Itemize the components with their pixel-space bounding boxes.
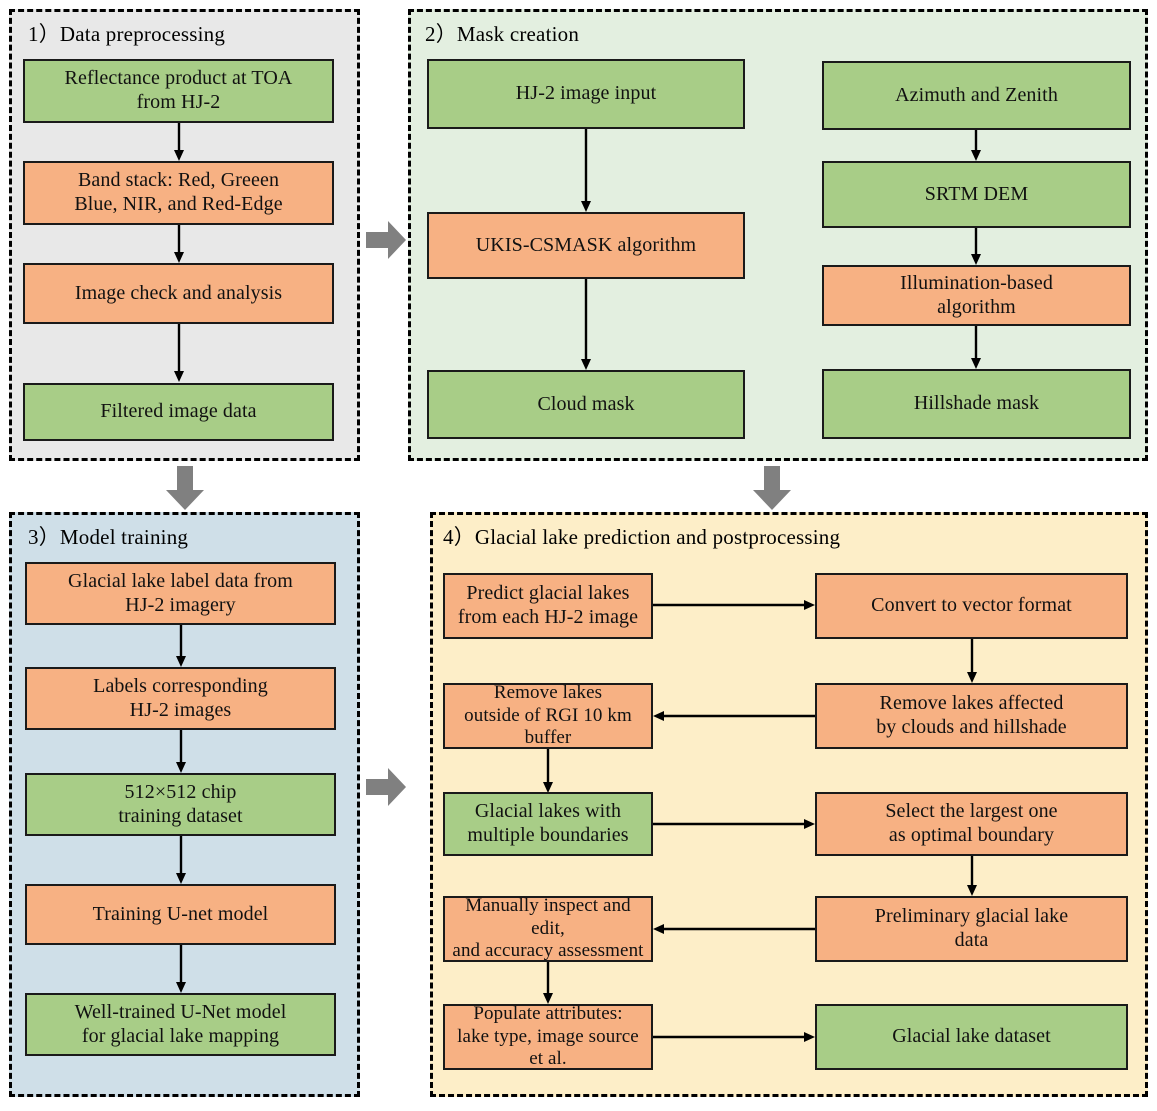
connector-hj2-to-ukis bbox=[579, 129, 593, 212]
node-azimuth-zenith: Azimuth and Zenith bbox=[822, 61, 1131, 130]
connector-srtm-to-illumination bbox=[969, 228, 983, 265]
connector-removeoutside-to-multiple bbox=[541, 749, 555, 793]
node-select-largest: Select the largest one as optimal bounda… bbox=[815, 792, 1128, 856]
connector-convert-to-removeclouds bbox=[965, 639, 979, 683]
node-labels-corresponding: Labels corresponding HJ-2 images bbox=[25, 667, 336, 730]
node-filtered-image: Filtered image data bbox=[23, 383, 334, 441]
connector-predict-to-convert bbox=[653, 598, 815, 612]
panel-1-title: 1）Data preprocessing bbox=[28, 22, 226, 46]
node-well-trained-unet: Well-trained U-Net model for glacial lak… bbox=[25, 993, 336, 1056]
connector-labels-to-chip bbox=[174, 730, 188, 773]
connector-ukis-to-cloudmask bbox=[579, 279, 593, 370]
node-populate-attributes: Populate attributes: lake type, image so… bbox=[443, 1003, 653, 1070]
node-hj2-image-input: HJ-2 image input bbox=[427, 59, 745, 129]
connector-removeclouds-to-removeoutside bbox=[653, 709, 815, 723]
connector-populate-to-dataset bbox=[653, 1030, 815, 1044]
connector-labeldata-to-labels bbox=[174, 625, 188, 667]
node-convert-vector: Convert to vector format bbox=[815, 573, 1128, 639]
node-predict-lakes: Predict glacial lakes from each HJ-2 ima… bbox=[443, 573, 653, 639]
node-cloud-mask: Cloud mask bbox=[427, 370, 745, 439]
connector-illumination-to-hillshade bbox=[969, 326, 983, 369]
node-reflectance: Reflectance product at TOA from HJ-2 bbox=[23, 59, 334, 123]
node-preliminary-data: Preliminary glacial lake data bbox=[815, 896, 1128, 962]
node-multiple-boundaries: Glacial lakes with multiple boundaries bbox=[443, 792, 653, 856]
node-illumination-algorithm: Illumination-based algorithm bbox=[822, 265, 1131, 326]
block-arrow-panel3-to-panel4 bbox=[366, 766, 406, 808]
node-chip-dataset: 512×512 chip training dataset bbox=[25, 773, 336, 836]
block-arrow-panel1-to-panel3 bbox=[164, 466, 206, 510]
panel-3-title: 3）Model training bbox=[28, 525, 189, 549]
block-arrow-panel1-to-panel2 bbox=[366, 219, 406, 261]
connector-multiple-to-selectlargest bbox=[653, 817, 815, 831]
node-image-check: Image check and analysis bbox=[23, 263, 334, 324]
connector-manual-to-populate bbox=[541, 962, 555, 1004]
connector-chip-to-training bbox=[174, 836, 188, 884]
panel-4-title: 4）Glacial lake prediction and postproces… bbox=[443, 525, 841, 549]
node-training-unet: Training U-net model bbox=[25, 884, 336, 945]
node-hillshade-mask: Hillshade mask bbox=[822, 369, 1131, 439]
node-ukis-csmask: UKIS-CSMASK algorithm bbox=[427, 212, 745, 279]
block-arrow-panel2-to-panel4 bbox=[751, 466, 793, 510]
node-remove-clouds-hillshade: Remove lakes affected by clouds and hill… bbox=[815, 683, 1128, 749]
node-label-data: Glacial lake label data from HJ-2 imager… bbox=[25, 562, 336, 625]
connector-reflectance-to-bandstack bbox=[172, 123, 186, 161]
node-glacial-lake-dataset: Glacial lake dataset bbox=[815, 1004, 1128, 1070]
connector-preliminary-to-manual bbox=[653, 922, 815, 936]
node-remove-outside-buffer: Remove lakes outside of RGI 10 km buffer bbox=[443, 682, 653, 749]
node-srtm-dem: SRTM DEM bbox=[822, 161, 1131, 228]
connector-selectlargest-to-preliminary bbox=[965, 856, 979, 896]
node-band-stack: Band stack: Red, Greeen Blue, NIR, and R… bbox=[23, 161, 334, 225]
connector-imagecheck-to-filtered bbox=[172, 324, 186, 382]
connector-bandstack-to-imagecheck bbox=[172, 225, 186, 263]
connector-azimuth-to-srtm bbox=[969, 130, 983, 161]
node-manual-inspect: Manually inspect and edit, and accuracy … bbox=[443, 895, 653, 962]
panel-2-title: 2）Mask creation bbox=[425, 22, 580, 46]
connector-training-to-welltrained bbox=[174, 945, 188, 993]
